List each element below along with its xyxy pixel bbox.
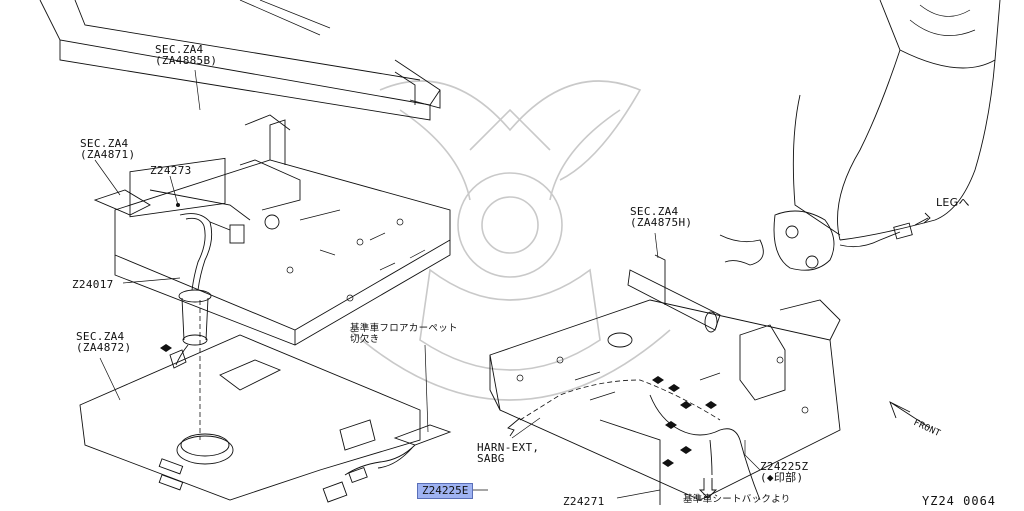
- harness-z24225e: [322, 424, 452, 503]
- label-sec-za4875h: SEC.ZA4 (ZA4875H): [630, 205, 693, 229]
- label-z24017: Z24017: [72, 278, 114, 291]
- watermark-emblem: [349, 80, 671, 401]
- seat-frame-right: [489, 254, 841, 505]
- label-z24271: Z24271: [563, 495, 605, 508]
- harness-z24017: [169, 213, 245, 369]
- highlighted-part-z24225e[interactable]: Z24225E: [417, 483, 474, 499]
- floor-carpet: [79, 300, 421, 501]
- label-carpet-note: 基準車フロアカーペット 切欠き: [350, 323, 458, 345]
- diamond-markers: [160, 344, 717, 467]
- label-leg: LEGへ: [936, 196, 970, 209]
- label-harn-ext: HARN-EXT, SABG: [477, 441, 540, 465]
- seat-frame-left: [93, 114, 451, 346]
- label-z24273: Z24273: [150, 164, 192, 177]
- label-sec-za4885b: SEC.ZA4 (ZA4885B): [155, 43, 218, 67]
- diagram-code: YZ24 0064: [922, 494, 997, 508]
- label-sec-za4871: SEC.ZA4 (ZA4871): [80, 137, 136, 161]
- label-z24225z: Z24225Z (◆印部): [760, 460, 809, 484]
- label-seatback-note: 基準車シートバックより: [683, 494, 791, 505]
- seat-rail-upper: [39, 0, 441, 121]
- label-sec-za4872: SEC.ZA4 (ZA4872): [76, 330, 132, 354]
- seat-back: [719, 0, 1001, 271]
- direction-arrows: [507, 401, 931, 499]
